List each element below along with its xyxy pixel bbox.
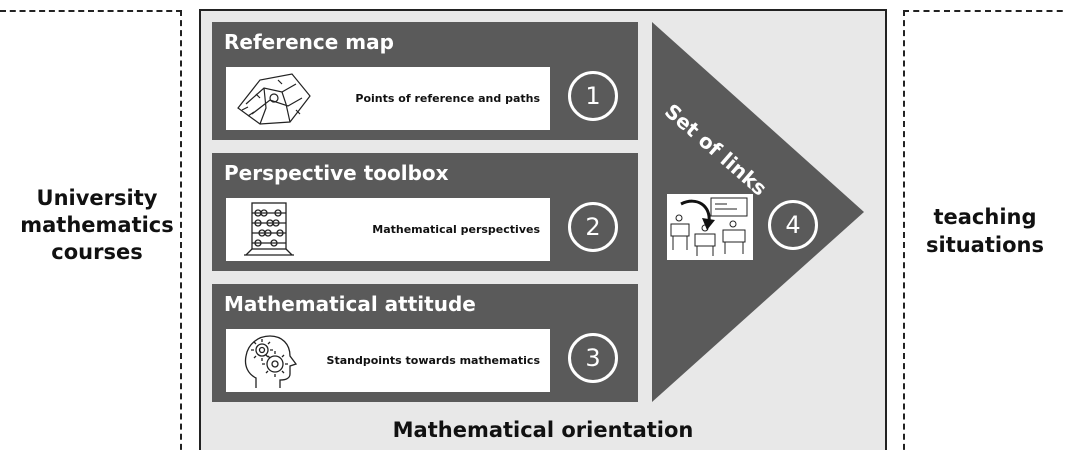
module-card: Points of reference and paths [226, 67, 550, 130]
module-card: Mathematical perspectives [226, 198, 550, 261]
classroom-icon [667, 194, 753, 260]
module-card-text: Standpoints towards mathematics [326, 354, 540, 367]
step-number-badge: 4 [768, 200, 818, 250]
step-number-badge: 3 [568, 333, 618, 383]
module-perspective-toolbox: Perspective toolbox Mathe [212, 153, 638, 271]
module-title: Mathematical attitude [224, 292, 476, 316]
step-number-badge: 2 [568, 202, 618, 252]
module-card: Standpoints towards mathematics [226, 329, 550, 392]
left-region-border [0, 10, 182, 450]
module-title: Reference map [224, 30, 394, 54]
head-gears-icon [244, 335, 298, 388]
right-region-border [903, 10, 1065, 450]
frame-caption: Mathematical orientation [392, 418, 694, 442]
module-mathematical-attitude: Mathematical attitude Standpoints toward… [212, 284, 638, 402]
left-region-label: University mathematics courses [20, 186, 174, 264]
module-reference-map: Reference map Points of reference and pa… [212, 22, 638, 140]
step-number-badge: 1 [568, 71, 618, 121]
map-icon [237, 73, 311, 125]
set-of-links-arrow [652, 22, 864, 402]
module-card-text: Mathematical perspectives [372, 223, 540, 236]
module-title: Perspective toolbox [224, 161, 449, 185]
right-region-label: teaching situations [926, 205, 1044, 257]
module-card-text: Points of reference and paths [355, 92, 540, 105]
abacus-icon [244, 202, 294, 256]
